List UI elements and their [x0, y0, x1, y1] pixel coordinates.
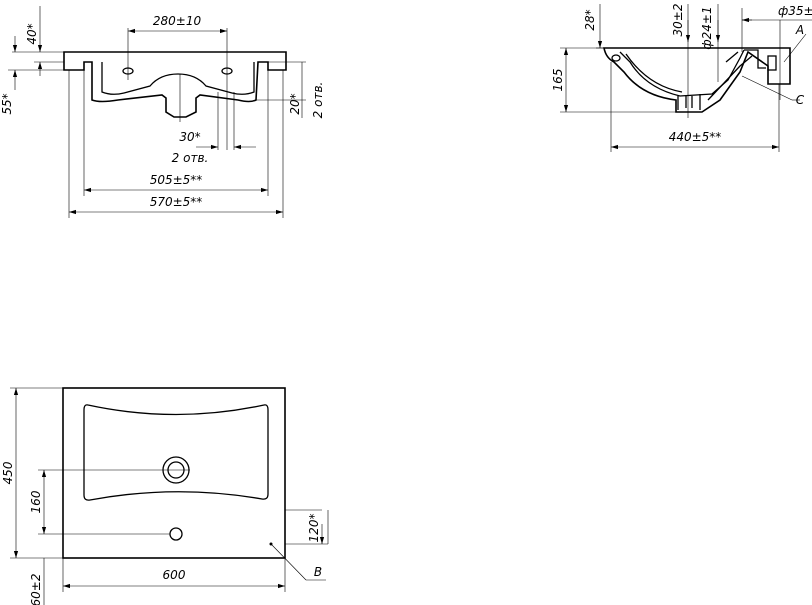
dim-outer-width: 570±5** — [150, 195, 203, 209]
dim-overflow-diameter: ф24±1 — [700, 6, 714, 49]
dim-inner-width: 505±5** — [150, 173, 203, 187]
dim-hole-count: 2 отв. — [172, 151, 209, 165]
dim-drain-diameter: ф35±1 — [778, 4, 812, 18]
dim-hole-spacing: 280±10 — [153, 14, 202, 28]
front-view: 280±10 40* 55* 20* 2 отв. 30* 2 отв. 505… — [0, 6, 325, 218]
point-b — [269, 542, 273, 546]
side-view-bowl — [619, 49, 745, 97]
side-view: 28* 30±2 ф24±1 ф35±1 A C 165 440±5** — [551, 4, 812, 152]
callout-c: C — [796, 93, 805, 107]
dim-rim: 28* — [583, 9, 597, 30]
dim-hole-diameter: 30* — [179, 130, 200, 144]
dim-tap-offset: 120* — [307, 514, 321, 543]
dim-right-count: 2 отв. — [311, 82, 325, 119]
callout-a: A — [795, 23, 804, 37]
callout-b: B — [314, 565, 322, 579]
dim-left-height: 55* — [0, 93, 14, 114]
front-view-bowl — [101, 62, 255, 95]
side-view-overflow — [707, 49, 766, 101]
dim-bottom-offset: 60±2 — [29, 574, 43, 605]
dim-right-depth: 20* — [288, 93, 302, 114]
top-view-bowl — [83, 404, 269, 501]
top-view-tap-hole — [169, 527, 183, 541]
dim-drain-offset: 160 — [29, 490, 43, 513]
side-view-drain — [677, 94, 701, 110]
top-view-outline — [62, 387, 286, 559]
dim-side-depth: 440±5** — [669, 130, 722, 144]
dim-side-height: 165 — [551, 69, 565, 92]
side-view-outline — [603, 47, 791, 113]
dim-top-height: 40* — [25, 23, 39, 44]
front-view-outline — [63, 51, 287, 118]
dim-top-depth: 450 — [1, 461, 15, 484]
top-view: 450 160 120* 600 60±2 B — [1, 387, 329, 605]
dim-overflow-height: 30±2 — [671, 4, 685, 37]
dim-top-width: 600 — [163, 568, 186, 582]
